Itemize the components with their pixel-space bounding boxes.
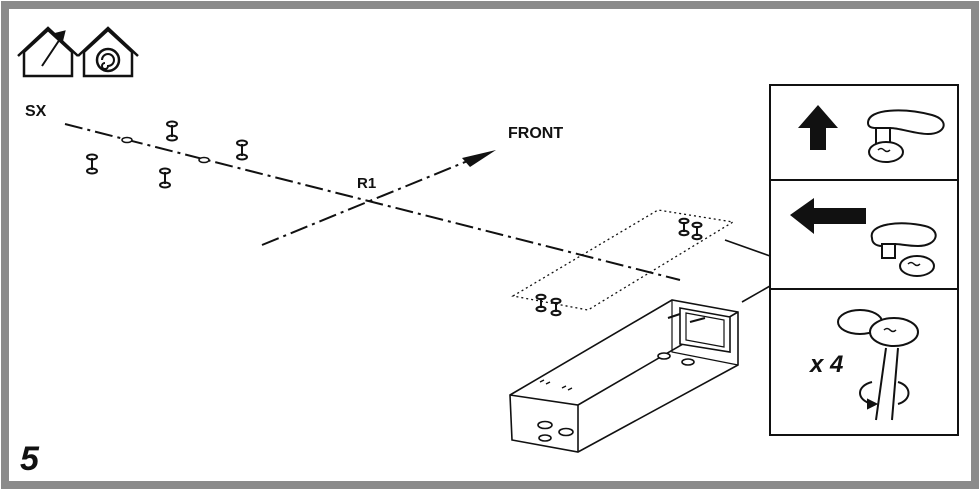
step-number: 5 [20, 440, 40, 478]
screw-detail-icon [866, 109, 945, 163]
callout-leader [724, 239, 771, 303]
quantity-label: x 4 [808, 351, 843, 378]
label-front: FRONT [508, 125, 563, 142]
axis-line-front [261, 159, 471, 246]
hole-marker [121, 136, 133, 144]
label-r1: R1 [357, 175, 376, 192]
guide-lines [64, 123, 681, 281]
arrow-up-icon [798, 105, 838, 150]
hole-marker [198, 156, 210, 164]
front-arrow-icon [462, 150, 496, 167]
house-spiral-icon [77, 26, 139, 78]
label-sx: SX [25, 103, 47, 120]
axis-line-sx [64, 123, 681, 281]
screw-icon [86, 120, 248, 189]
arrow-left-icon [790, 198, 866, 234]
screwdriver-detail-icon [837, 309, 919, 421]
house-arrow-icon [17, 26, 79, 78]
screw-detail-icon [870, 222, 937, 277]
duct-box [509, 299, 739, 453]
screw-pair-icon [535, 217, 703, 317]
